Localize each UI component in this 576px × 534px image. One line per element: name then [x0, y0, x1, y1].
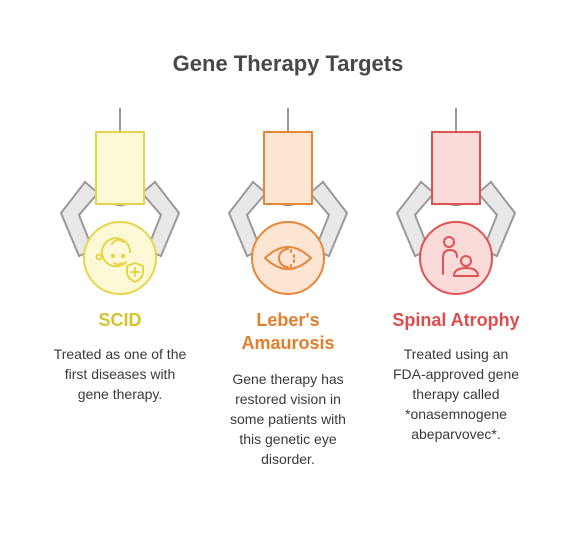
eye-icon [264, 246, 312, 270]
item-label: Spinal Atrophy [392, 310, 520, 330]
item-label-line: Leber's [256, 310, 320, 330]
patient-caregiver-icon [442, 236, 479, 277]
item-label-line: Amaurosis [241, 333, 335, 353]
item-label: SCID [98, 310, 142, 330]
target-scid: SCID Treated as one of the first disease… [35, 0, 205, 534]
item-description: Treated as one of the first diseases wit… [53, 346, 187, 402]
item-description: Gene therapy has restored vision in some… [230, 371, 346, 467]
baby-shield-icon [95, 237, 144, 283]
target-lebers-amaurosis: Leber's Amaurosis Gene therapy has resto… [203, 0, 373, 534]
target-spinal-atrophy: Spinal Atrophy Treated using an FDA-appr… [371, 0, 541, 534]
claw-graphic [59, 108, 181, 295]
claw-graphic [227, 108, 349, 295]
claw-graphic [395, 108, 517, 295]
page-title: Gene Therapy Targets [172, 51, 404, 76]
item-label: Leber's Amaurosis [203, 309, 373, 355]
item-description: Treated using an FDA-approved gene thera… [392, 346, 520, 442]
